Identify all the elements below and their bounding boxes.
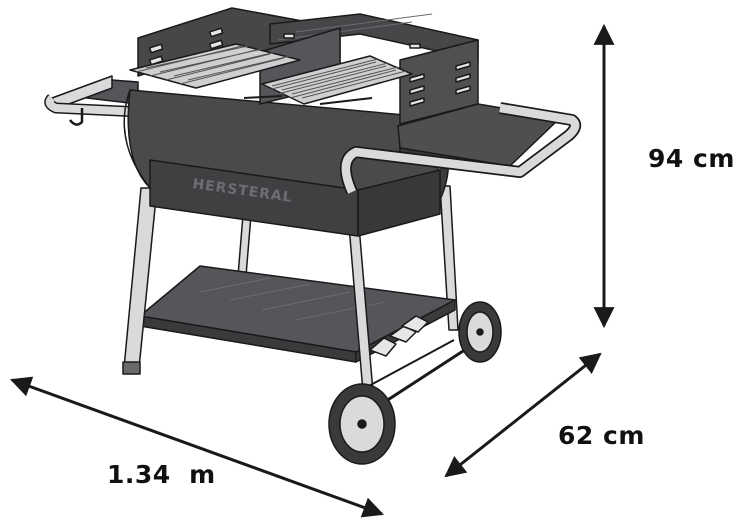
vent-slot xyxy=(409,85,425,95)
bottom-shelf xyxy=(139,265,456,363)
vent-slot xyxy=(409,43,421,49)
vent-slot xyxy=(409,97,425,107)
front-left-leg xyxy=(123,187,158,369)
vent-slot xyxy=(208,39,224,50)
vent-slot xyxy=(455,61,471,71)
front-wheel xyxy=(328,383,396,465)
cooking-grate-left xyxy=(129,43,301,89)
width-arrow xyxy=(10,376,384,518)
tool-hook xyxy=(69,108,84,126)
front-left-foot xyxy=(122,361,141,375)
depth-dimension-label: 62 cm xyxy=(558,421,645,450)
rear-wheel xyxy=(458,301,502,363)
back-right-leg xyxy=(439,185,459,331)
firebox-drum xyxy=(123,89,450,237)
shelf-cutout xyxy=(369,337,397,357)
leg-crossbar xyxy=(364,339,455,389)
grate-handle xyxy=(243,95,373,105)
right-handle-frame xyxy=(340,102,582,195)
vent-slot xyxy=(455,73,471,83)
height-dimension-label: 94 cm xyxy=(648,144,735,173)
cooking-grate-right xyxy=(243,55,413,105)
depth-arrow xyxy=(444,352,602,478)
width-dimension-label: 1.34 m xyxy=(107,460,216,489)
vent-slot xyxy=(283,33,295,39)
vent-slot xyxy=(208,27,224,38)
vent-slot xyxy=(409,73,425,83)
vent-slot xyxy=(148,43,164,54)
vent-slot xyxy=(455,85,471,95)
shelf-cutout xyxy=(401,315,429,333)
